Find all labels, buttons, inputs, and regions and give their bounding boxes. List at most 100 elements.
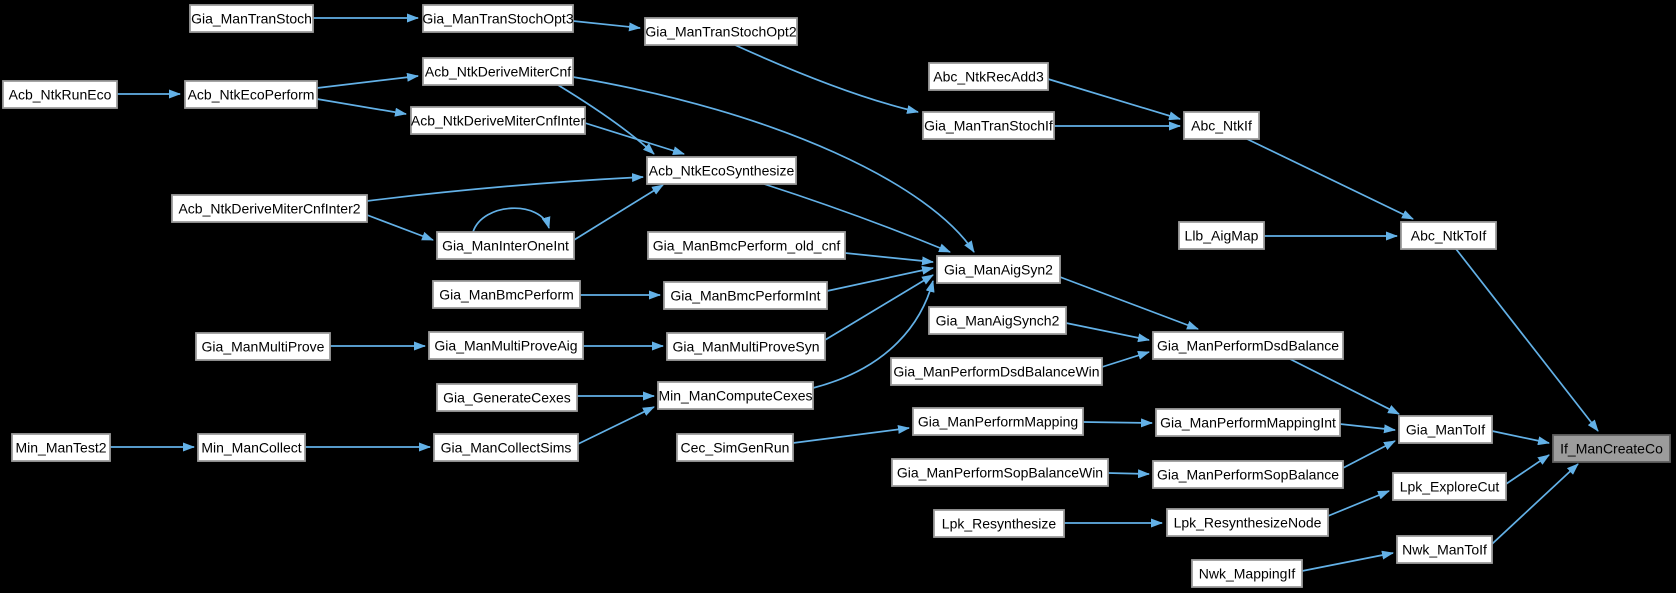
node-label: Min_ManComputeCexes xyxy=(658,388,812,404)
edge-Gia_ManAigSyn2-to-Gia_ManPerformDsdBalance xyxy=(1059,276,1199,330)
node-Gia_ManPerformDsdBalanceWin[interactable]: Gia_ManPerformDsdBalanceWin xyxy=(890,357,1103,386)
node-Acb_NtkEcoPerform[interactable]: Acb_NtkEcoPerform xyxy=(184,80,318,109)
edge-Gia_ManCollectSims-to-Min_ManComputeCexes xyxy=(577,406,655,445)
node-Gia_ManTranStochOpt3[interactable]: Gia_ManTranStochOpt3 xyxy=(422,4,574,33)
node-Gia_GenerateCexes[interactable]: Gia_GenerateCexes xyxy=(436,383,578,412)
node-label: Gia_ManTranStoch xyxy=(191,11,312,27)
node-label: Gia_ManAigSynch2 xyxy=(936,313,1060,329)
edge-Nwk_MappingIf-to-Nwk_ManToIf xyxy=(1301,550,1394,572)
edge-Abc_NtkToIf-to-If_ManCreateCo xyxy=(1455,248,1599,432)
node-Abc_NtkToIf[interactable]: Abc_NtkToIf xyxy=(1400,221,1497,250)
node-Gia_ManPerformDsdBalance[interactable]: Gia_ManPerformDsdBalance xyxy=(1152,331,1344,360)
node-Acb_NtkRunEco[interactable]: Acb_NtkRunEco xyxy=(2,80,118,109)
node-label: Abc_NtkToIf xyxy=(1411,228,1487,244)
node-Gia_ManPerformSopBalanceWin[interactable]: Gia_ManPerformSopBalanceWin xyxy=(891,458,1109,487)
node-Gia_ManPerformMappingInt[interactable]: Gia_ManPerformMappingInt xyxy=(1155,408,1341,437)
node-Gia_ManBmcPerform_old_cnf[interactable]: Gia_ManBmcPerform_old_cnf xyxy=(647,231,846,260)
edge-Gia_ManPerformMappingInt-to-Gia_ManToIf xyxy=(1339,423,1396,434)
node-Gia_ManTranStochIf[interactable]: Gia_ManTranStochIf xyxy=(922,111,1055,140)
node-label: Gia_ManInterOneInt xyxy=(442,238,569,254)
edge-Gia_ManBmcPerform_old_cnf-to-Gia_ManAigSyn2 xyxy=(844,252,934,266)
node-label: Gia_ManBmcPerform xyxy=(439,287,574,303)
node-Min_ManTest2[interactable]: Min_ManTest2 xyxy=(11,433,111,462)
node-label: Gia_ManPerformSopBalanceWin xyxy=(897,465,1103,481)
node-label: Gia_ManPerformMapping xyxy=(918,414,1078,430)
node-Lpk_Resynthesize[interactable]: Lpk_Resynthesize xyxy=(933,509,1065,538)
node-Acb_NtkDeriveMiterCnfInter2[interactable]: Acb_NtkDeriveMiterCnfInter2 xyxy=(171,194,368,223)
edge-Cec_SimGenRun-to-Gia_ManPerformMapping xyxy=(792,424,910,444)
node-label: If_ManCreateCo xyxy=(1560,441,1663,457)
node-If_ManCreateCo[interactable]: If_ManCreateCo xyxy=(1552,434,1671,463)
node-Gia_ManInterOneInt[interactable]: Gia_ManInterOneInt xyxy=(436,231,575,260)
node-Min_ManCollect[interactable]: Min_ManCollect xyxy=(197,433,306,462)
node-label: Nwk_ManToIf xyxy=(1402,542,1487,558)
node-label: Gia_ManBmcPerformInt xyxy=(670,288,820,304)
edge-Lpk_ResynthesizeNode-to-Lpk_ExploreCut xyxy=(1327,490,1390,517)
node-label: Llb_AigMap xyxy=(1185,228,1259,244)
edge-Lpk_ExploreCut-to-If_ManCreateCo xyxy=(1505,454,1550,485)
node-Gia_ManPerformSopBalance[interactable]: Gia_ManPerformSopBalance xyxy=(1152,460,1344,489)
node-Gia_ManBmcPerformInt[interactable]: Gia_ManBmcPerformInt xyxy=(663,281,828,310)
edge-Gia_ManPerformDsdBalanceWin-to-Gia_ManPerformDsdBalance xyxy=(1101,351,1150,368)
edge-Min_ManComputeCexes-to-Gia_ManAigSyn2 xyxy=(812,280,935,389)
node-label: Abc_NtkIf xyxy=(1191,118,1252,134)
node-label: Acb_NtkDeriveMiterCnfInter2 xyxy=(178,201,360,217)
edge-Acb_NtkDeriveMiterCnf-to-Acb_NtkEcoSynthesize xyxy=(557,84,655,155)
node-Nwk_ManToIf[interactable]: Nwk_ManToIf xyxy=(1396,535,1493,564)
edge-Nwk_ManToIf-to-If_ManCreateCo xyxy=(1491,463,1579,545)
edge-Gia_ManPerformDsdBalance-to-Gia_ManToIf xyxy=(1289,358,1400,415)
edge-Gia_ManInterOneInt-to-Gia_ManInterOneInt xyxy=(472,207,551,233)
edge-Abc_NtkIf-to-Abc_NtkToIf xyxy=(1246,138,1414,220)
edge-Acb_NtkEcoSynthesize-to-Gia_ManAigSyn2 xyxy=(763,183,951,253)
node-Gia_ManPerformMapping[interactable]: Gia_ManPerformMapping xyxy=(912,407,1084,436)
node-label: Acb_NtkEcoSynthesize xyxy=(649,163,795,179)
node-Lpk_ExploreCut[interactable]: Lpk_ExploreCut xyxy=(1392,472,1507,501)
node-Gia_ManCollectSims[interactable]: Gia_ManCollectSims xyxy=(433,433,579,462)
node-Gia_ManBmcPerform[interactable]: Gia_ManBmcPerform xyxy=(432,280,581,309)
edge-Gia_ManPerformMapping-to-Gia_ManPerformMappingInt xyxy=(1082,418,1153,428)
node-Gia_ManTranStochOpt2[interactable]: Gia_ManTranStochOpt2 xyxy=(644,17,798,46)
node-label: Acb_NtkDeriveMiterCnf xyxy=(425,64,571,80)
node-Cec_SimGenRun[interactable]: Cec_SimGenRun xyxy=(676,433,794,462)
edge-Gia_ManBmcPerformInt-to-Gia_ManAigSyn2 xyxy=(826,265,934,292)
node-Acb_NtkDeriveMiterCnf[interactable]: Acb_NtkDeriveMiterCnf xyxy=(422,57,574,86)
edge-Abc_NtkRecAdd3-to-Abc_NtkIf xyxy=(1047,78,1181,121)
node-label: Gia_ManTranStochOpt2 xyxy=(645,24,796,40)
node-label: Min_ManCollect xyxy=(201,440,301,456)
node-Gia_ManAigSyn2[interactable]: Gia_ManAigSyn2 xyxy=(936,255,1061,284)
node-Min_ManComputeCexes[interactable]: Min_ManComputeCexes xyxy=(657,381,814,410)
edge-Gia_ManTranStochOpt2-to-Gia_ManTranStochIf xyxy=(734,44,919,114)
node-Abc_NtkRecAdd3[interactable]: Abc_NtkRecAdd3 xyxy=(928,62,1049,91)
node-label: Gia_ManTranStochOpt3 xyxy=(422,11,573,27)
node-Gia_ManMultiProveAig[interactable]: Gia_ManMultiProveAig xyxy=(428,331,584,360)
node-Gia_ManAigSynch2[interactable]: Gia_ManAigSynch2 xyxy=(928,306,1067,335)
node-Gia_ManTranStoch[interactable]: Gia_ManTranStoch xyxy=(189,4,314,33)
node-label: Gia_ManPerformDsdBalance xyxy=(1157,338,1339,354)
node-Nwk_MappingIf[interactable]: Nwk_MappingIf xyxy=(1191,559,1303,588)
node-label: Nwk_MappingIf xyxy=(1199,566,1296,582)
node-Gia_ManMultiProve[interactable]: Gia_ManMultiProve xyxy=(195,332,331,361)
node-Llb_AigMap[interactable]: Llb_AigMap xyxy=(1178,221,1265,250)
node-label: Acb_NtkRunEco xyxy=(9,87,112,103)
node-Abc_NtkIf[interactable]: Abc_NtkIf xyxy=(1183,111,1260,140)
edge-Acb_NtkDeriveMiterCnf-to-Gia_ManAigSyn2 xyxy=(572,76,975,253)
node-label: Gia_ManToIf xyxy=(1406,422,1485,438)
node-Lpk_ResynthesizeNode[interactable]: Lpk_ResynthesizeNode xyxy=(1166,508,1329,537)
node-label: Gia_ManTranStochIf xyxy=(924,118,1053,134)
edge-Acb_NtkEcoPerform-to-Acb_NtkDeriveMiterCnfInter xyxy=(316,98,407,117)
node-Acb_NtkDeriveMiterCnfInter[interactable]: Acb_NtkDeriveMiterCnfInter xyxy=(410,106,586,135)
node-label: Gia_ManPerformDsdBalanceWin xyxy=(893,364,1099,380)
edge-Gia_ManAigSynch2-to-Gia_ManPerformDsdBalance xyxy=(1065,322,1150,343)
node-Gia_ManToIf[interactable]: Gia_ManToIf xyxy=(1398,415,1493,444)
node-label: Gia_ManBmcPerform_old_cnf xyxy=(653,238,841,254)
node-Gia_ManMultiProveSyn[interactable]: Gia_ManMultiProveSyn xyxy=(666,332,826,361)
edge-Acb_NtkEcoPerform-to-Acb_NtkDeriveMiterCnf xyxy=(316,72,419,89)
node-Acb_NtkEcoSynthesize[interactable]: Acb_NtkEcoSynthesize xyxy=(646,156,797,185)
node-label: Gia_ManPerformSopBalance xyxy=(1157,467,1339,483)
edge-Gia_ManToIf-to-If_ManCreateCo xyxy=(1491,430,1550,446)
node-label: Gia_ManAigSyn2 xyxy=(944,262,1053,278)
node-label: Gia_ManPerformMappingInt xyxy=(1160,415,1336,431)
edge-Acb_NtkDeriveMiterCnfInter2-to-Gia_ManInterOneInt xyxy=(366,214,434,241)
